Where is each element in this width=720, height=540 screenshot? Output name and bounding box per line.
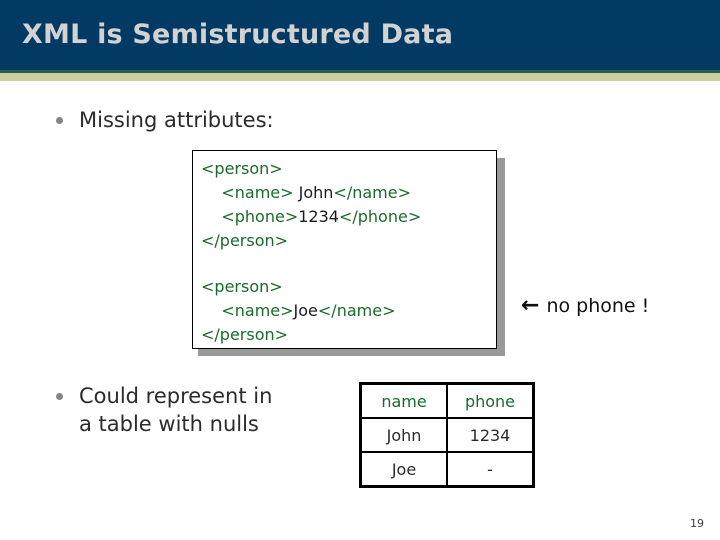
xml-tag: <name>: [221, 301, 294, 320]
code-line: </person>: [201, 323, 496, 347]
title-band: [0, 0, 720, 70]
bullet-label: Missing attributes:: [79, 108, 274, 132]
xml-tag: <name>: [221, 183, 294, 202]
xml-tag: </phone>: [338, 207, 422, 226]
table-cell: -: [446, 451, 535, 488]
table-row: Joe-: [359, 451, 535, 488]
left-arrow-icon: ←: [521, 293, 540, 318]
xml-value: Joe: [293, 301, 318, 320]
xml-tag: <phone>: [221, 207, 299, 226]
snippet-spacer: [201, 253, 496, 275]
table-cell: 1234: [446, 417, 535, 453]
code-line: <name> John</name>: [201, 181, 496, 205]
xml-tag: </name>: [333, 183, 411, 202]
table-cell: Joe: [359, 451, 448, 488]
xml-tag: <person>: [201, 159, 283, 178]
xml-tag: <person>: [201, 277, 283, 296]
bullet-item-table-with-nulls: Could represent in a table with nulls: [56, 382, 272, 438]
bullet-label: Could represent in a table with nulls: [79, 384, 273, 436]
no-phone-annotation: ← no phone !: [521, 293, 650, 318]
xml-value: 1234: [298, 207, 339, 226]
xml-tag: </person>: [201, 325, 289, 344]
xml-code-box: <person> <name> John</name> <phone>1234<…: [192, 150, 497, 349]
code-line: <person>: [201, 157, 496, 181]
page-title: XML is Semistructured Data: [22, 19, 454, 50]
table-header-cell: phone: [446, 382, 535, 419]
xml-tag: </person>: [201, 231, 289, 250]
divider-khaki: [0, 73, 720, 81]
table-header-cell: name: [359, 382, 448, 419]
page-number: 19: [690, 517, 704, 530]
code-line: <person>: [201, 275, 496, 299]
code-line: <phone>1234</phone>: [201, 205, 496, 229]
bullet-dot-icon: [56, 393, 63, 400]
code-line: <name>Joe</name>: [201, 299, 496, 323]
divider-green: [0, 70, 720, 73]
xml-snippet-2: <person> <name>Joe</name> </person>: [201, 275, 496, 347]
bullet-dot-icon: [56, 117, 63, 124]
xml-tag: </name>: [317, 301, 396, 320]
code-line: </person>: [201, 229, 496, 253]
xml-value: John: [293, 183, 334, 202]
bullet-item-missing-attributes: Missing attributes:: [56, 106, 274, 134]
table-cell: John: [359, 417, 448, 453]
xml-snippet-1: <person> <name> John</name> <phone>1234<…: [201, 157, 496, 253]
annotation-label: no phone !: [546, 295, 650, 317]
